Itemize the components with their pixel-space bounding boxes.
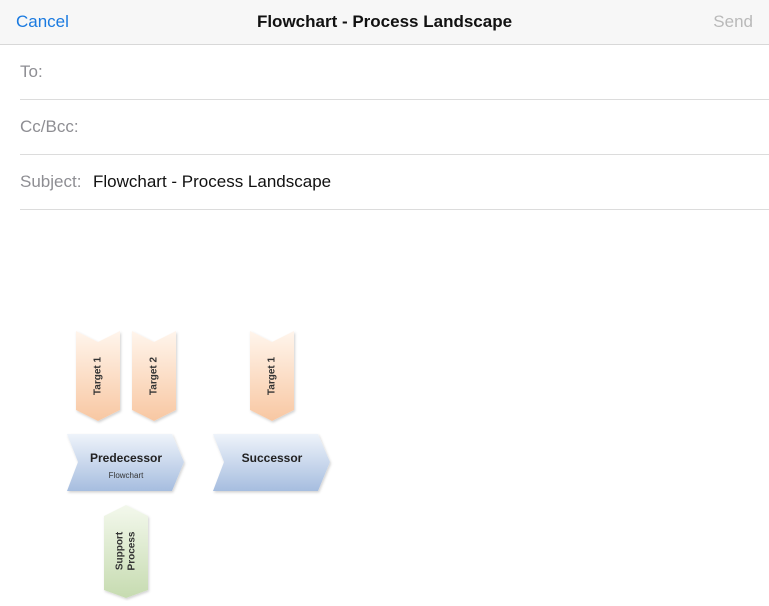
predecessor-shape: Predecessor Flowchart <box>67 434 184 491</box>
successor-title: Successor <box>242 451 303 465</box>
send-button[interactable]: Send <box>713 12 753 31</box>
target-label: Target 2 <box>149 356 160 395</box>
target-shape: Target 1 <box>76 331 120 421</box>
successor-shape: Successor <box>213 434 330 491</box>
support-label-line2: Process <box>127 531 138 570</box>
page-title: Flowchart - Process Landscape <box>256 12 513 31</box>
flowchart-image: Target 1 Target 2 Target 1 Predecessor F… <box>67 331 330 598</box>
target-label: Target 1 <box>267 356 278 395</box>
subject-label: Subject: <box>20 172 82 191</box>
support-process-shape: Support Process <box>104 505 148 598</box>
message-body[interactable]: Target 1 Target 2 Target 1 Predecessor F… <box>0 211 769 601</box>
to-label: To: <box>20 62 43 81</box>
predecessor-subtitle: Flowchart <box>109 471 144 480</box>
cancel-button[interactable]: Cancel <box>16 12 69 31</box>
subject-field[interactable]: Subject: <box>20 155 769 210</box>
predecessor-title: Predecessor <box>90 451 162 465</box>
ccbcc-field[interactable]: Cc/Bcc: <box>20 100 769 155</box>
ccbcc-label: Cc/Bcc: <box>20 117 79 136</box>
navigation-bar: Cancel Flowchart - Process Landscape Sen… <box>0 0 769 45</box>
target-shape: Target 1 <box>250 331 294 421</box>
target-label: Target 1 <box>93 356 104 395</box>
to-field[interactable]: To: <box>20 45 769 100</box>
subject-input[interactable] <box>93 167 753 197</box>
to-input[interactable] <box>52 57 752 87</box>
target-shape: Target 2 <box>132 331 176 421</box>
ccbcc-input[interactable] <box>92 112 752 142</box>
support-label-line1: Support <box>115 531 126 570</box>
